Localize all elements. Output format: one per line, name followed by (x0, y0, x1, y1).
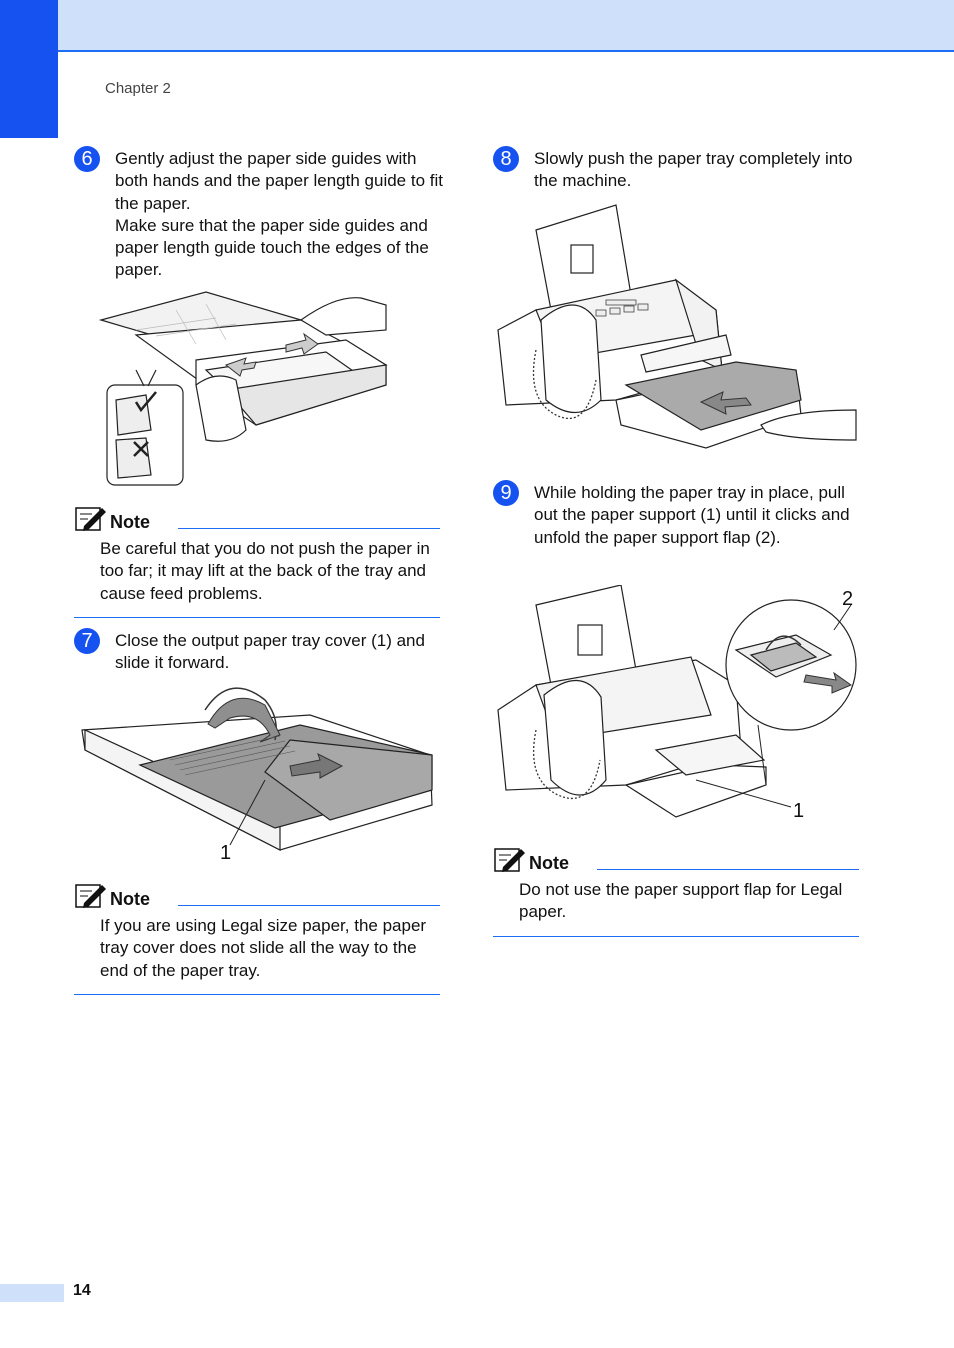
step-6-line-2: Make sure that the paper side guides and… (115, 215, 429, 280)
figure-close-cover (81, 687, 433, 851)
note-2-bottom-rule (74, 993, 440, 995)
header-band (0, 0, 954, 52)
note-3-top-rule (597, 869, 859, 870)
note-2-header: Note (74, 884, 440, 915)
figure-adjust-guides (98, 291, 388, 486)
step-number-7: 7 (74, 628, 100, 654)
note-1-bottom-rule (74, 616, 440, 618)
step-number-9: 9 (493, 480, 519, 506)
step-6-text: Gently adjust the paper side guides with… (115, 148, 445, 282)
note-pencil-icon (75, 884, 106, 908)
step-9-text: While holding the paper tray in place, p… (534, 483, 850, 547)
note-1-top-rule (178, 528, 440, 529)
note-1-label: Note (110, 512, 150, 532)
note-pencil-icon (494, 848, 525, 872)
note-2: Note If you are using Legal size paper, … (74, 884, 440, 995)
note-1-header: Note (74, 507, 440, 538)
note-3: Note Do not use the paper support flap f… (493, 848, 859, 937)
figure-push-tray (497, 204, 857, 449)
step-8-text: Slowly push the paper tray completely in… (534, 149, 853, 191)
page-number: 14 (73, 1282, 91, 1299)
step-number-8: 8 (493, 146, 519, 172)
step-6-line-1: Gently adjust the paper side guides with… (115, 149, 443, 213)
note-1: Note Be careful that you do not push the… (74, 507, 440, 618)
note-2-text: If you are using Legal size paper, the p… (100, 916, 427, 980)
figure-9-callout-1: 1 (793, 800, 805, 822)
note-1-text: Be careful that you do not push the pape… (100, 539, 430, 603)
figure-pull-support (497, 585, 857, 818)
figure-9-callout-2: 2 (842, 588, 854, 610)
note-3-bottom-rule (493, 935, 859, 937)
chapter-tab (0, 0, 58, 138)
note-3-header: Note (493, 848, 859, 879)
note-pencil-icon (75, 507, 106, 531)
note-2-label: Note (110, 889, 150, 909)
note-3-text: Do not use the paper support flap for Le… (519, 880, 843, 922)
note-3-label: Note (529, 853, 569, 873)
figure-7-callout-1: 1 (220, 842, 232, 864)
step-7-text: Close the output paper tray cover (1) an… (115, 631, 425, 673)
page-number-bar (0, 1284, 64, 1302)
chapter-label: Chapter 2 (105, 80, 171, 97)
note-2-top-rule (178, 905, 440, 906)
step-number-6: 6 (74, 146, 100, 172)
